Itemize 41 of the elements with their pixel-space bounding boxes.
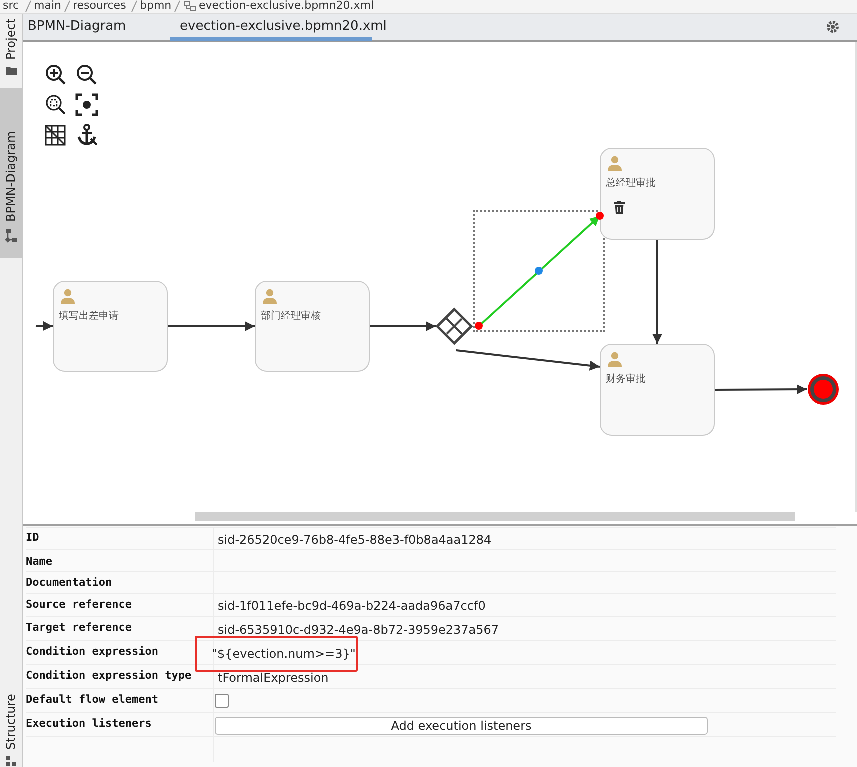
property-value: sid-6535910c-d932-4e9a-8b72-3959e237a567 — [218, 624, 500, 636]
property-value: sid-26520ce9-76b8-4fe5-88e3-f0b8a4aa1284 — [218, 534, 492, 546]
side-tab-label: Structure — [5, 694, 17, 750]
arrow — [652, 240, 662, 344]
task-box — [255, 281, 370, 372]
task-label: 部门经理审核 — [261, 312, 321, 322]
property-name: Source reference — [26, 599, 132, 610]
arrow — [715, 384, 807, 395]
property-value: tFormalExpression — [218, 672, 329, 684]
breadcrumb-item: resources — [73, 0, 126, 11]
breadcrumb-item: src — [3, 0, 20, 11]
breadcrumb-item: evection-exclusive.bpmn20.xml — [199, 0, 374, 11]
arrow — [370, 322, 436, 332]
gateway-diamond — [436, 308, 473, 345]
task-label: 财务审批 — [606, 375, 646, 385]
task-box — [600, 148, 715, 240]
property-value: "${evection.num>=3}" — [212, 648, 356, 660]
breadcrumb-item: main — [34, 0, 62, 11]
property-name: Default flow element — [26, 694, 158, 705]
arrow — [36, 321, 54, 332]
task-box — [600, 344, 715, 436]
task-label: 填写出差申请 — [59, 312, 119, 322]
property-name: ID — [26, 532, 40, 543]
end-event-circle — [807, 373, 840, 406]
property-value: sid-1f011efe-bc9d-469a-b224-aada96a7ccf0 — [218, 600, 486, 612]
tab-label: BPMN-Diagram — [28, 20, 126, 33]
task-label: 总经理审批 — [606, 179, 656, 189]
property-name: Execution listeners — [26, 718, 152, 729]
property-name: Target reference — [26, 622, 132, 633]
property-name: Documentation — [26, 577, 112, 588]
arrow — [168, 322, 255, 332]
property-name: Condition expression type — [26, 670, 192, 681]
task-box — [53, 281, 168, 372]
property-name: Name — [26, 556, 52, 567]
tab-label: evection-exclusive.bpmn20.xml — [180, 20, 387, 33]
add-listener-button: Add execution listeners — [215, 717, 708, 735]
side-tab-label: Project — [5, 18, 17, 60]
breadcrumb-item: bpmn — [140, 0, 172, 11]
arrow — [456, 350, 600, 371]
side-tab-label: BPMN-Diagram — [5, 131, 17, 222]
property-name: Condition expression — [26, 646, 158, 657]
